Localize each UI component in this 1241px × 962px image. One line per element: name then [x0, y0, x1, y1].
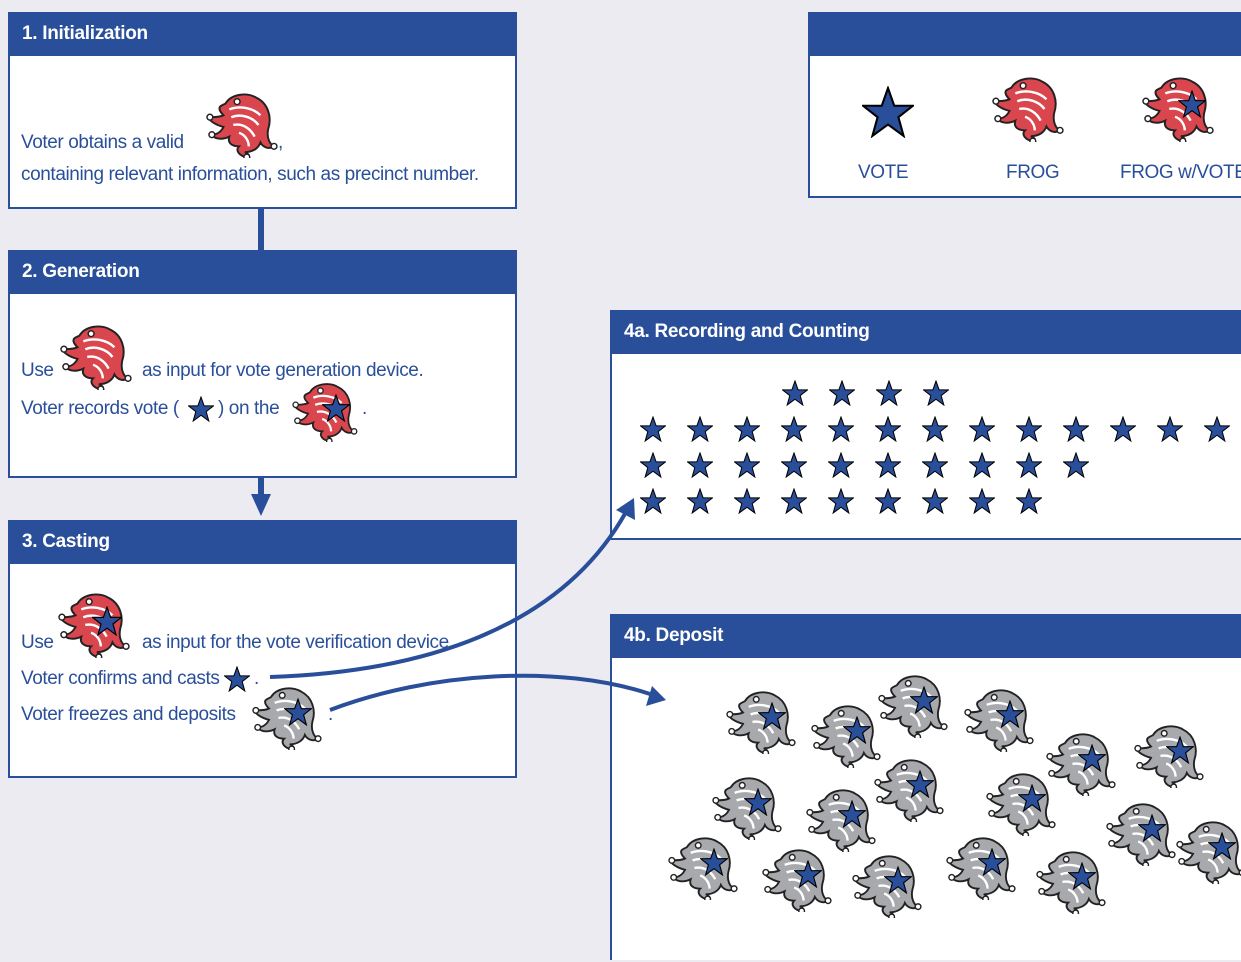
vote-star-icon — [969, 452, 995, 478]
vote-star-icon — [640, 488, 666, 514]
vote-star-icon — [922, 416, 948, 442]
vote-star-icon — [828, 488, 854, 514]
vote-star-icon — [687, 488, 713, 514]
frozen-frog-with-vote-icon — [722, 688, 798, 754]
frog-with-vote-icon — [1138, 74, 1216, 142]
frozen-frog-with-vote-icon — [982, 770, 1058, 836]
vote-star-icon — [1016, 488, 1042, 514]
frozen-frog-with-vote-icon — [942, 834, 1018, 900]
step-casting-box: 3. Casting Use as input for the vote ver… — [8, 520, 517, 778]
frozen-frog-with-vote-icon — [848, 852, 924, 918]
step-initialization-title: 1. Initialization — [10, 14, 515, 56]
vote-star-icon — [1016, 416, 1042, 442]
vote-star-icon — [781, 416, 807, 442]
step-deposit-title: 4b. Deposit — [612, 616, 1241, 658]
vote-star-icon — [781, 488, 807, 514]
vote-star-icon — [829, 380, 855, 406]
vote-star-icon — [828, 416, 854, 442]
step-recording-box: 4a. Recording and Counting — [610, 310, 1241, 540]
vote-star-icon — [1157, 416, 1183, 442]
vote-star-icon — [687, 416, 713, 442]
red-frog-icon — [56, 322, 134, 390]
frog-with-vote-icon — [288, 380, 360, 442]
frozen-frog-with-vote-icon — [248, 684, 324, 750]
arrow-step2-to-step3 — [251, 476, 271, 516]
vote-star-icon — [1016, 452, 1042, 478]
legend-title — [810, 14, 1241, 56]
frozen-frog-with-vote-icon — [1032, 848, 1108, 914]
vote-star-icon — [875, 416, 901, 442]
vote-star-icon — [781, 452, 807, 478]
frozen-frog-with-vote-icon — [870, 756, 946, 822]
legend-box: VOTE FROG FROG w/VOTE — [808, 12, 1241, 198]
vote-star-grid — [612, 354, 1241, 540]
vote-star-icon — [922, 488, 948, 514]
red-frog-icon — [988, 74, 1066, 142]
frozen-frog-with-vote-icon — [960, 686, 1036, 752]
vote-star-icon — [188, 396, 214, 422]
step-deposit-box: 4b. Deposit — [610, 614, 1241, 960]
vote-star-icon — [640, 452, 666, 478]
frog-with-vote-icon — [54, 590, 132, 658]
vote-star-icon — [782, 380, 808, 406]
frozen-frog-with-vote-icon — [664, 834, 740, 900]
vote-star-icon — [734, 416, 760, 442]
vote-star-icon — [875, 488, 901, 514]
vote-star-icon — [875, 452, 901, 478]
frozen-frog-pile — [612, 658, 1241, 962]
step1-line2: containing relevant information, such as… — [21, 164, 479, 185]
vote-star-icon — [640, 416, 666, 442]
frozen-frog-with-vote-icon — [1130, 722, 1206, 788]
step-initialization-box: 1. Initialization Voter obtains a valid … — [8, 12, 517, 209]
frozen-frog-with-vote-icon — [1102, 800, 1178, 866]
red-frog-icon — [202, 90, 280, 158]
vote-star-icon — [876, 380, 902, 406]
step-recording-title: 4a. Recording and Counting — [612, 312, 1241, 354]
frozen-frog-with-vote-icon — [874, 672, 950, 738]
vote-star-icon — [1204, 416, 1230, 442]
star-icon — [862, 86, 914, 138]
connector-line — [258, 207, 264, 253]
vote-star-icon — [734, 488, 760, 514]
vote-star-icon — [922, 452, 948, 478]
vote-star-icon — [687, 452, 713, 478]
vote-star-icon — [1063, 452, 1089, 478]
vote-star-icon — [923, 380, 949, 406]
vote-star-icon — [1110, 416, 1136, 442]
step-generation-box: 2. Generation Use as input for vote gene… — [8, 250, 517, 478]
vote-star-icon — [969, 416, 995, 442]
frozen-frog-with-vote-icon — [1172, 818, 1241, 884]
step-generation-title: 2. Generation — [10, 252, 515, 294]
frozen-frog-with-vote-icon — [802, 786, 878, 852]
vote-star-icon — [969, 488, 995, 514]
step1-line1: Voter obtains a valid — [21, 132, 184, 153]
frozen-frog-with-vote-icon — [708, 774, 784, 840]
frozen-frog-with-vote-icon — [758, 846, 834, 912]
vote-star-icon — [828, 452, 854, 478]
vote-star-icon — [1063, 416, 1089, 442]
step-casting-title: 3. Casting — [10, 522, 515, 564]
vote-star-icon — [734, 452, 760, 478]
vote-star-icon — [224, 666, 250, 692]
